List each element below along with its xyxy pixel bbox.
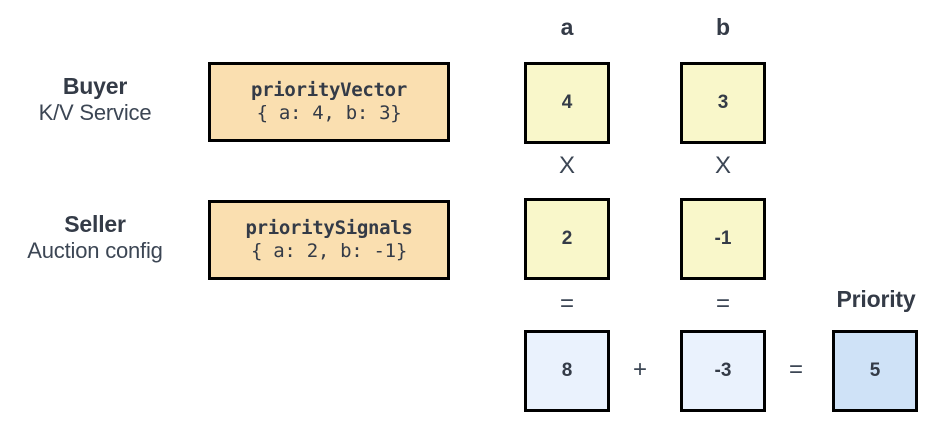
code-box-value-priority-vector: { a: 4, b: 3} (256, 102, 402, 124)
operator-equals-b: = (715, 290, 730, 317)
code-box-name-priority-signals: prioritySignals (245, 217, 413, 240)
operator-multiply-a: X (558, 152, 575, 179)
cell-vector-a: 4 (524, 62, 610, 144)
code-box-value-priority-signals: { a: 2, b: -1} (251, 240, 407, 262)
operator-final-equals: = (788, 356, 803, 383)
cell-signal-b: -1 (680, 198, 766, 280)
cell-product-a: 8 (524, 330, 610, 412)
code-box-priority-vector: priorityVector { a: 4, b: 3} (208, 62, 450, 142)
role-title-buyer: Buyer (62, 73, 128, 99)
cell-product-b: -3 (680, 330, 766, 412)
operator-plus: + (632, 356, 647, 383)
role-subtitle-seller: Auction config (27, 238, 163, 264)
operator-multiply-b: X (714, 152, 731, 179)
role-label-seller: Seller Auction config (0, 210, 190, 265)
cell-vector-b: 3 (680, 62, 766, 144)
cell-signal-a: 2 (524, 198, 610, 280)
column-header-b: b (715, 14, 731, 40)
cell-priority-result: 5 (832, 330, 918, 412)
role-label-buyer: Buyer K/V Service (0, 72, 190, 127)
priority-label: Priority (836, 286, 916, 312)
role-title-seller: Seller (64, 211, 126, 237)
operator-equals-a: = (559, 290, 574, 317)
code-box-name-priority-vector: priorityVector (251, 79, 407, 102)
code-box-priority-signals: prioritySignals { a: 2, b: -1} (208, 200, 450, 280)
role-subtitle-buyer: K/V Service (38, 100, 152, 126)
column-header-a: a (560, 14, 574, 40)
